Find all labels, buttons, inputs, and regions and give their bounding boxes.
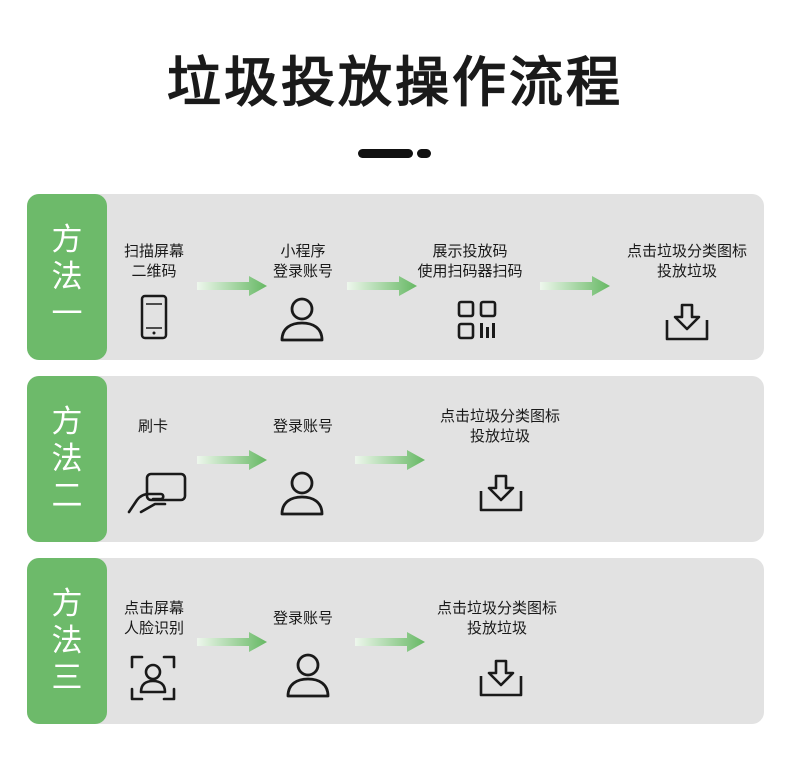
method-2-tab: 方 法 二	[27, 376, 107, 542]
method-2-arrow-2	[355, 450, 425, 470]
method-3-tab: 方 法 三	[27, 558, 107, 724]
method-2-step-1-label: 刷卡	[137, 417, 168, 435]
method-1-panel: 方 法 一 扫描屏幕 二维码 小程序 登录账号 展示投放码 使用扫码器扫码	[27, 194, 764, 360]
method-3-arrow-1	[197, 632, 267, 652]
page-title: 垃圾投放操作流程	[167, 51, 623, 114]
method-3-step-3-label: 点击垃圾分类图标 投放垃圾	[436, 599, 557, 637]
phone-icon	[140, 294, 168, 340]
user-icon	[280, 297, 324, 342]
method-2-step-2-label: 登录账号	[272, 417, 333, 435]
method-1-step-4-label: 点击垃圾分类图标 投放垃圾	[626, 242, 747, 280]
method-2-panel: 方 法 二 刷卡 登录账号 点击垃圾分类图标 投放垃圾	[27, 376, 764, 542]
method-1-arrow-2	[347, 276, 417, 296]
method-1-step-1-label: 扫描屏幕 二维码	[123, 242, 184, 280]
method-2-step-3-label: 点击垃圾分类图标 投放垃圾	[439, 407, 560, 445]
method-1-step-3-label: 展示投放码 使用扫码器扫码	[417, 242, 523, 280]
face-scan-icon	[130, 655, 176, 701]
download-tray-icon	[479, 659, 523, 697]
method-3-step-1-label: 点击屏幕 人脸识别	[123, 599, 184, 637]
user-icon	[286, 653, 330, 698]
method-3-panel: 方 法 三 点击屏幕 人脸识别 登录账号 点击垃圾分类图标 投放垃圾	[27, 558, 764, 724]
method-1-arrow-3	[540, 276, 610, 296]
qr-code-icon	[457, 300, 497, 340]
method-3-arrow-2	[355, 632, 425, 652]
download-tray-icon	[479, 474, 523, 512]
user-icon	[280, 471, 324, 516]
method-2-arrow-1	[197, 450, 267, 470]
method-1-step-2-label: 小程序 登录账号	[272, 242, 333, 280]
method-3-step-2-label: 登录账号	[272, 609, 333, 627]
download-tray-icon	[665, 303, 709, 341]
method-1-arrow-1	[197, 276, 267, 296]
method-1-tab: 方 法 一	[27, 194, 107, 360]
card-swipe-icon	[127, 472, 187, 514]
